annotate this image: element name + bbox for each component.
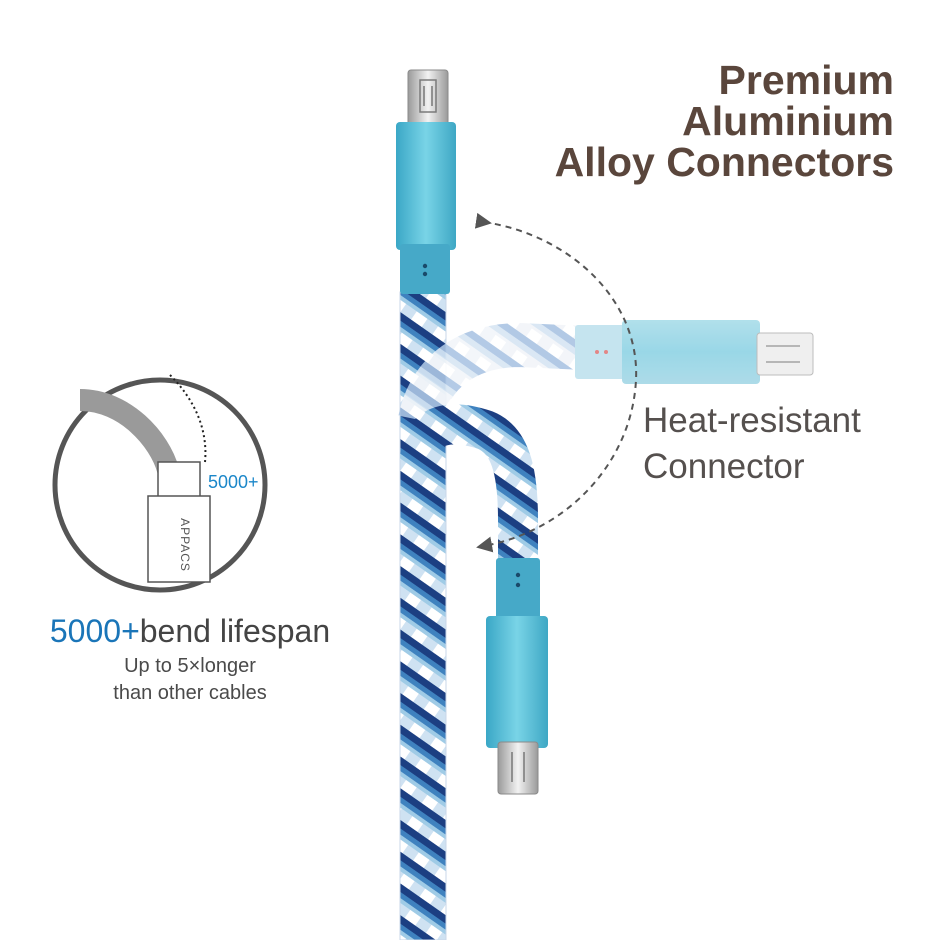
- bend-test-dotted-path: [169, 374, 207, 463]
- bend-lifespan-text: bend lifespan: [139, 613, 331, 649]
- bend-lifespan-number: 5000+: [49, 613, 140, 649]
- bend-test-cable: [79, 389, 179, 474]
- bend-count-label: 5000+: [208, 472, 259, 492]
- heat-line-1: Heat-resistant: [643, 401, 861, 440]
- bend-arc-arrow: [474, 212, 638, 553]
- headline-line-1: Premium: [718, 57, 894, 103]
- bend-test-diagram: [52, 374, 268, 593]
- headline-line-2: Aluminium: [682, 98, 894, 144]
- bottom-strain-relief: [496, 558, 540, 628]
- headline-line-3: Alloy Connectors: [554, 139, 894, 185]
- bend-test-connector: [147, 495, 211, 583]
- bend-lifespan-subtitle: Up to 5×longer than other cables: [0, 653, 380, 707]
- heat-line-2: Connector: [643, 447, 805, 486]
- top-strain-relief: [400, 244, 450, 294]
- bottom-micro-usb-plug: [497, 741, 539, 795]
- ghost-cable: [398, 320, 814, 426]
- top-connector: [396, 69, 456, 294]
- heat-resistant-caption: Heat-resistant Connector: [643, 398, 861, 490]
- ghost-micro-usb-plug: [756, 332, 814, 376]
- top-aluminium-shell: [396, 122, 456, 250]
- ghost-aluminium-shell: [622, 320, 760, 384]
- ghost-strain-relief: [575, 325, 627, 379]
- subtitle-line-1: Up to 5×longer: [124, 655, 256, 677]
- bend-test-strain-relief: [157, 461, 201, 499]
- headline: Premium Aluminium Alloy Connectors: [555, 60, 894, 183]
- brand-label: APPACS: [177, 518, 192, 572]
- bend-lifespan-title: 5000+bend lifespan: [0, 612, 380, 650]
- bottom-aluminium-shell: [486, 616, 548, 748]
- top-micro-usb-plug: [407, 69, 449, 127]
- subtitle-line-2: than other cables: [113, 682, 267, 704]
